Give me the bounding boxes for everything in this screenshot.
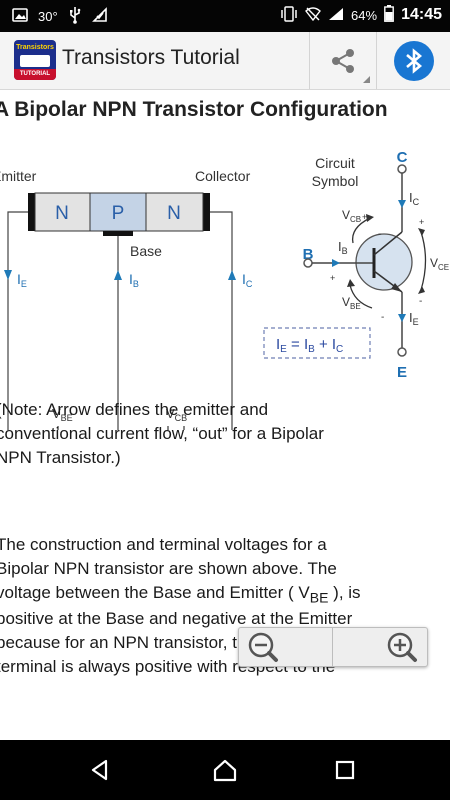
bluetooth-button[interactable] — [376, 32, 450, 89]
recents-button[interactable] — [300, 740, 390, 800]
home-button[interactable] — [180, 740, 270, 800]
signal-icon — [328, 7, 344, 24]
back-button[interactable] — [55, 740, 145, 800]
section-title: A Bipolar NPN Transistor Configuration — [0, 98, 388, 121]
home-icon — [213, 759, 237, 782]
check-task-icon — [91, 7, 108, 26]
gallery-notification-icon — [12, 8, 28, 25]
body-line-3: voltage between the Base and Emitter ( V… — [0, 583, 361, 606]
sym-vcb-label: VCB — [342, 208, 361, 224]
vbe-label: VBE — [52, 406, 73, 423]
app-logo: Transistors TUTORIAL — [14, 40, 56, 80]
sym-vce-label: VCE — [430, 256, 449, 272]
svg-text:+: + — [362, 212, 367, 222]
note-line-3: NPN Transistor.) — [0, 448, 121, 467]
note-line-2: conventional current flow, “out” for a B… — [0, 424, 324, 443]
terminal-c-label: C — [397, 149, 408, 166]
svg-text:+: + — [330, 273, 335, 283]
circuit-symbol-line2: Symbol — [312, 173, 359, 189]
transistor-symbol: + - + - + - — [303, 164, 427, 357]
svg-text:-: - — [381, 312, 384, 323]
note-line-1: (Note: Arrow defines the emitter and — [0, 400, 269, 419]
share-icon — [332, 48, 354, 73]
battery-icon — [384, 5, 394, 25]
vcb-battery — [167, 426, 185, 430]
current-equation: IE = IB + IC — [276, 336, 343, 355]
vibrate-icon — [280, 5, 298, 25]
region-n-emitter: N — [55, 203, 69, 224]
circuit-wires — [7, 211, 233, 430]
transistor-block: N P N — [28, 192, 210, 236]
body-line-5: because for an NPN transistor, the Base — [0, 633, 300, 652]
overflow-corner-icon — [363, 76, 370, 83]
equation-box — [263, 327, 371, 359]
app-title: Transistors Tutorial — [62, 46, 240, 69]
emitter-label: Emitter — [0, 168, 37, 184]
logo-transistor-image — [20, 55, 50, 67]
region-p-base: P — [112, 203, 125, 224]
zoom-out-icon — [248, 632, 278, 662]
navigation-bar — [0, 740, 450, 800]
circuit-symbol-line1: Circuit — [315, 155, 355, 171]
wifi-off-icon — [305, 6, 322, 24]
sym-ib-label: IB — [338, 239, 348, 256]
logo-text-bottom: TUTORIAL — [14, 69, 56, 80]
body-line-4: positive at the Base and negative at the… — [0, 609, 353, 628]
vcb-label: VCB — [166, 406, 187, 423]
vbe-battery — [57, 426, 59, 430]
status-right: 64% 14:45 — [280, 5, 442, 25]
ie-arrow — [4, 270, 12, 280]
zoom-controls — [238, 627, 428, 667]
sym-ic-label: IC — [409, 190, 420, 207]
app-bar: Transistors TUTORIAL Transistors Tutoria… — [0, 32, 450, 90]
ic-arrow — [228, 270, 236, 280]
svg-text:-: - — [378, 229, 381, 240]
body-line-2: Bipolar NPN transistor are shown above. … — [0, 559, 337, 578]
ie-label: IE — [17, 271, 27, 289]
logo-text-top: Transistors — [16, 44, 54, 51]
status-bar: 30° 64% 14:45 — [0, 0, 450, 32]
ib-arrow — [114, 270, 122, 280]
status-left: 30° — [12, 6, 108, 27]
body-line-1: The construction and terminal voltages f… — [0, 535, 327, 554]
content-area[interactable]: A Bipolar NPN Transistor Configuration E… — [0, 90, 450, 740]
temperature-text: 30° — [38, 9, 58, 24]
share-button[interactable] — [309, 32, 376, 89]
recents-icon — [335, 760, 355, 780]
svg-text:-: - — [419, 296, 422, 307]
back-icon — [91, 759, 108, 781]
bluetooth-icon — [394, 40, 434, 81]
collector-label: Collector — [195, 168, 251, 184]
zoom-out-button[interactable] — [239, 628, 333, 666]
region-n-collector: N — [167, 203, 181, 224]
base-label: Base — [130, 243, 162, 259]
battery-text: 64% — [351, 7, 378, 23]
clock-text: 14:45 — [401, 6, 442, 23]
terminal-e-label: E — [397, 364, 407, 381]
usb-icon — [68, 6, 82, 27]
npn-transistor-diagram: Emitter Collector N P N Base IE IB — [0, 149, 449, 430]
svg-text:+: + — [419, 217, 424, 227]
terminal-b-label: B — [303, 246, 314, 263]
ib-label: IB — [129, 271, 139, 289]
sym-vbe-label: VBE — [342, 295, 361, 311]
zoom-in-button[interactable] — [333, 628, 427, 666]
ic-label: IC — [242, 271, 253, 289]
zoom-in-icon — [387, 632, 417, 662]
sym-ie-label: IE — [409, 310, 419, 327]
